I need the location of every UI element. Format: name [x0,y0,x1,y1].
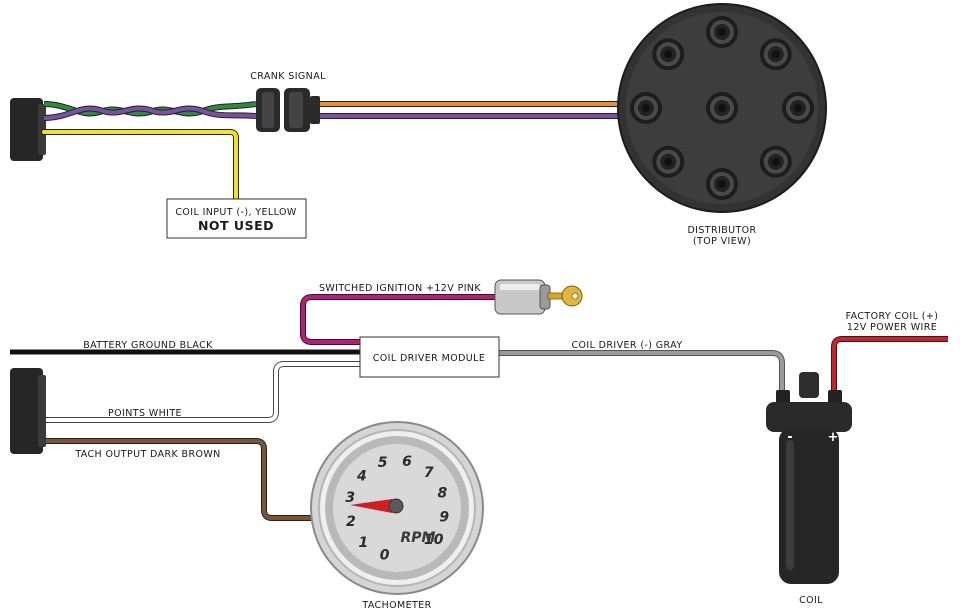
switched-ignition-wire [301,295,500,344]
points-white-label: POINTS WHITE [108,408,182,419]
tachometer-needle [350,499,399,513]
twisted-pair-wires [43,101,257,121]
gauge-number: 5 [378,455,388,471]
ignition-key-icon [547,285,583,307]
distributor-tower [652,145,685,178]
yellow-wire [41,129,239,203]
gauge-number: 4 [356,468,367,484]
center-tower [706,92,738,124]
tach-output-label: TACH OUTPUT DARK BROWN [74,449,220,460]
ignition-coil: - + [766,372,852,584]
crank-signal-connector [256,88,320,132]
coil-input-note: COIL INPUT (-), YELLOW NOT USED [166,198,307,239]
battery-ground-label: BATTERY GROUND BLACK [83,340,213,351]
factory-coil-sublabel: 12V POWER WIRE [847,322,937,333]
crank-signal-label: CRANK SIGNAL [250,71,326,82]
distributor-tower [706,16,738,48]
distributor-cap [617,3,827,213]
needle-hub [388,498,404,514]
coil-minus-label: - [787,430,792,445]
factory-coil-label: FACTORY COIL (+) [846,311,939,322]
distributor-tower [652,38,685,71]
gauge-number: 0 [380,547,390,563]
gauge-number: 3 [345,490,355,506]
points-white-wire [44,362,362,422]
tachometer-label: TACHOMETER [361,600,431,611]
distributor-tower [630,92,662,124]
distributor-tower [759,38,792,71]
coil-label: COIL [799,595,823,606]
coil-driver-module: COIL DRIVER MODULE [359,336,500,378]
distributor-sublabel: (TOP VIEW) [693,236,751,247]
gauge-number: 1 [359,535,369,551]
gauge-number: 9 [439,510,449,526]
tach-output-wire [44,439,330,520]
distributor-tower [706,168,738,200]
bottom-connector-plug [10,368,46,454]
gauge-number: 7 [424,465,434,481]
coil-driver-module-label: COIL DRIVER MODULE [373,353,486,364]
gauge-number: 8 [438,485,448,501]
distributor-tower [759,145,792,178]
gauge-number: 2 [346,514,356,530]
coil-plus-label: + [828,430,839,445]
ignition-switch [494,279,551,315]
coil-driver-label: COIL DRIVER (-) GRAY [571,340,682,351]
rpm-label: RPM [401,530,436,546]
factory-coil-wire [832,337,948,392]
gauge-number: 6 [402,454,412,470]
distributor-tower [782,92,814,124]
not-used-label: NOT USED [198,218,274,233]
switched-ignition-label: SWITCHED IGNITION +12V PINK [319,283,481,294]
distributor-wires [320,101,626,119]
coil-input-label: COIL INPUT (-), YELLOW [175,207,296,218]
distributor-label: DISTRIBUTOR [687,225,756,236]
top-connector-plug [10,98,46,161]
coil-driver-wire [498,351,784,392]
gauge-number: 10 [424,532,444,548]
